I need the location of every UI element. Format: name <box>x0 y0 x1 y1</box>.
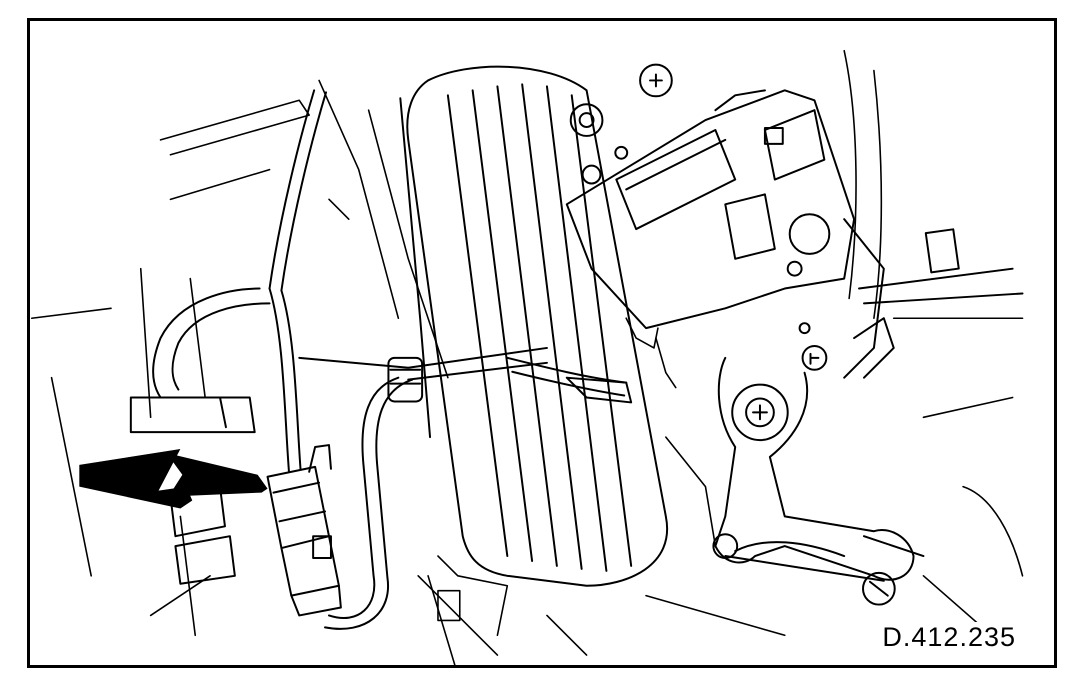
heater-core <box>399 65 669 587</box>
linkage-lever <box>712 356 925 582</box>
cable-clip <box>387 356 424 403</box>
connector <box>266 444 342 617</box>
wiring-harness <box>129 89 633 630</box>
bolt-icon <box>798 322 811 335</box>
bolt-icon <box>639 63 673 98</box>
arrow-icon <box>166 452 268 497</box>
callout-arrows <box>79 449 268 509</box>
bolt-icon <box>801 344 828 371</box>
figure-reference: D.412.235 <box>880 622 1018 653</box>
duct-outline <box>427 317 717 665</box>
arrow-icon <box>79 449 193 509</box>
technical-illustration <box>30 49 1024 665</box>
background-frame-lines <box>30 49 1024 656</box>
bolt-icon-group <box>569 63 896 606</box>
bolt-icon <box>614 145 629 160</box>
figure-frame: D.412.235 <box>27 18 1057 668</box>
bolt-icon <box>731 383 789 442</box>
bolt-icon <box>581 164 602 185</box>
actuator-motor <box>565 89 1024 379</box>
bolt-icon <box>862 571 896 606</box>
bolt-icon <box>569 103 604 137</box>
